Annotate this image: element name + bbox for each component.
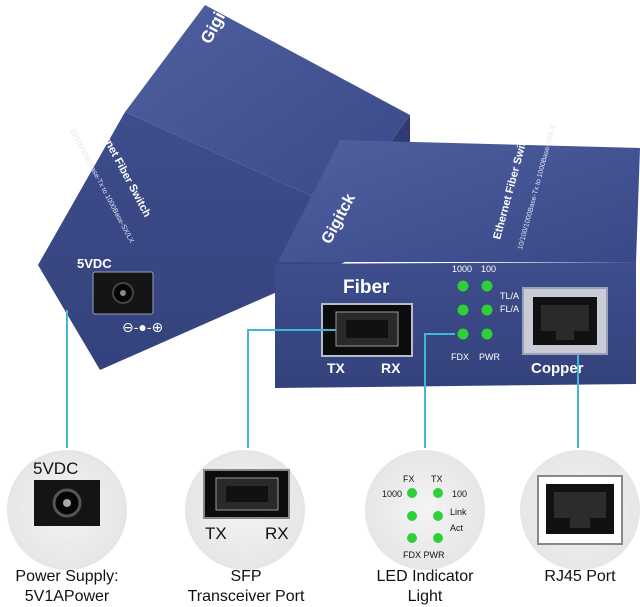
led-detail-fdx-pwr: FDX PWR (403, 550, 445, 560)
led-1 (457, 280, 469, 292)
caption-rj45-line1: RJ45 Port (544, 568, 616, 585)
rj45-detail-latch (570, 518, 590, 528)
caption-power-supply: Power Supply: 5V1APower (0, 567, 147, 607)
led-detail-100: 100 (452, 489, 467, 499)
power-label-rear: 5VDC (77, 256, 112, 271)
tx-label: TX (327, 360, 346, 376)
copper-label: Copper (531, 360, 584, 377)
led-label-1000: 1000 (452, 264, 472, 274)
dc-jack-pin-rear (120, 290, 126, 296)
led-detail-act: Act (450, 523, 464, 533)
caption-rj45: RJ45 Port (500, 567, 640, 587)
caption-power-line2: 5V1APower (24, 588, 110, 605)
rj45-contacts (541, 305, 589, 331)
led-label-fdx: FDX (451, 352, 469, 362)
led-detail: FX TX 1000 100 Link Act FDX PWR (365, 450, 485, 570)
led-detail-6 (433, 533, 443, 543)
rj45-detail (520, 450, 640, 570)
caption-led-line2: Light (407, 588, 443, 605)
led-label-100: 100 (481, 264, 496, 274)
rj45-latch (556, 331, 574, 340)
caption-led: LED Indicator Light (345, 567, 505, 607)
callout-line-sfp (247, 329, 336, 448)
led-detail-1000: 1000 (382, 489, 402, 499)
led-detail-fx: FX (403, 474, 415, 484)
led-5 (457, 328, 469, 340)
callout-line-led (424, 333, 455, 448)
led-detail-4 (433, 511, 443, 521)
led-detail-tx: TX (431, 474, 443, 484)
led-label-pwr: PWR (479, 352, 500, 362)
caption-led-line1: LED Indicator (376, 568, 474, 585)
front-device-top (278, 140, 640, 262)
rx-label: RX (381, 360, 401, 376)
caption-sfp: SFP Transceiver Port (166, 567, 326, 607)
front-device: Gigitck Ethernet Fiber Switch 10/100/100… (275, 124, 640, 388)
led-2 (481, 280, 493, 292)
caption-sfp-line1: SFP (230, 568, 262, 585)
led-label-fla: FL/A (500, 304, 519, 314)
sfp-slot (346, 320, 388, 338)
power-detail: 5VDC (7, 450, 127, 570)
led-detail-2 (433, 488, 443, 498)
callout-lines (66, 310, 579, 448)
led-label-tla: TL/A (500, 291, 519, 301)
sfp-detail-rx: RX (265, 524, 289, 543)
polarity-symbol: ⊖-●-⊕ (122, 319, 163, 335)
sfp-detail-tx: TX (205, 524, 227, 543)
rj45-detail-contacts (554, 492, 606, 518)
fiber-label: Fiber (343, 277, 390, 298)
dc-jack-pin-detail (63, 499, 71, 507)
power-detail-label: 5VDC (33, 459, 78, 478)
led-detail-5 (407, 533, 417, 543)
led-6 (481, 328, 493, 340)
led-detail-1 (407, 488, 417, 498)
caption-power-line1: Power Supply: (15, 568, 119, 585)
led-3 (457, 304, 469, 316)
sfp-detail-slot (226, 486, 268, 502)
led-detail-circle (365, 450, 485, 570)
led-detail-link: Link (450, 507, 467, 517)
led-4 (481, 304, 493, 316)
sfp-detail: TX RX (185, 450, 305, 570)
led-detail-3 (407, 511, 417, 521)
caption-sfp-line2: Transceiver Port (187, 588, 305, 605)
